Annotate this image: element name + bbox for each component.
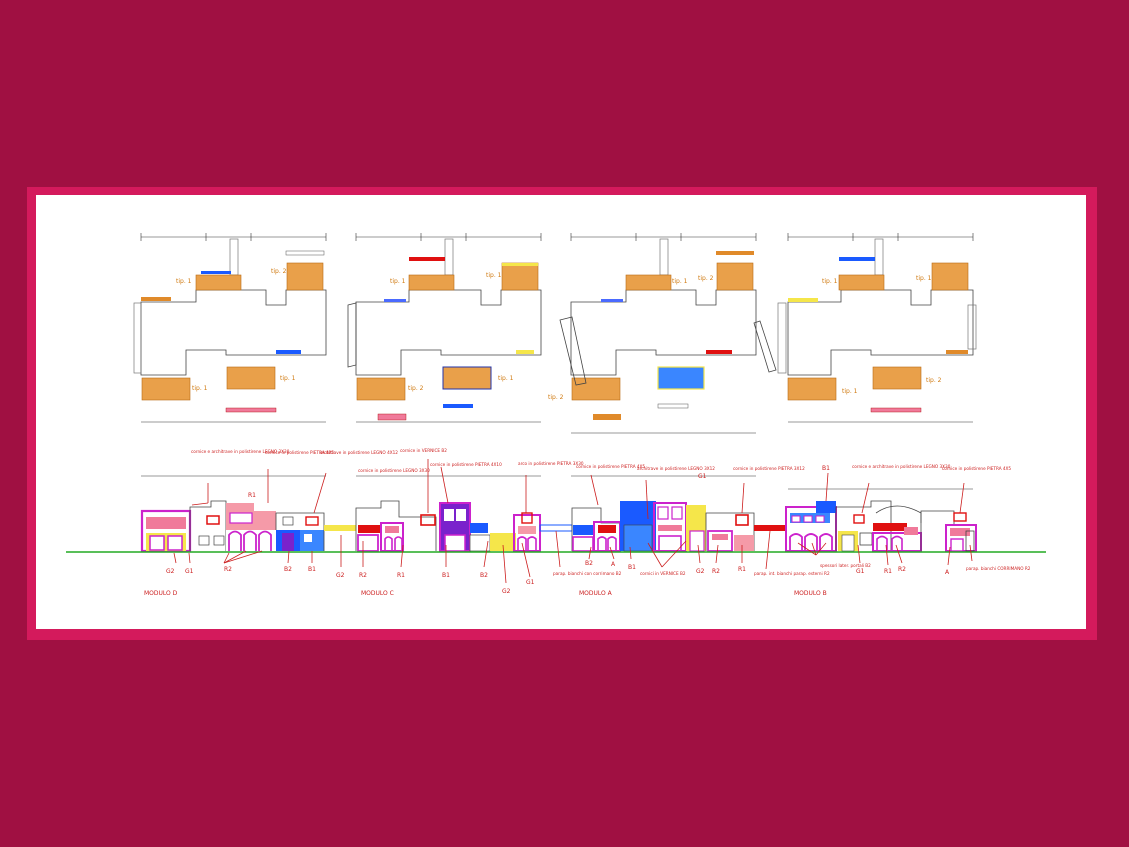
note: parap. bianchi CORRIMANO R2	[966, 566, 1031, 571]
code-label: R2	[898, 566, 906, 573]
code-label: B2	[585, 560, 593, 567]
note: parap. bianchi con corrimano B2	[553, 571, 622, 576]
tip-label: tip. 2	[926, 377, 942, 384]
note: cornici in VERNICE B2	[640, 571, 686, 576]
note: architrave in polistirene LEGNO 4X12	[320, 450, 398, 455]
code-label: B1	[308, 566, 316, 573]
floor-plan-4: tip. 1 tip. 1 tip. 1 tip. 2	[777, 233, 977, 423]
tip-label: tip. 1	[822, 278, 838, 285]
code-label: G1	[698, 473, 707, 480]
code-label: B1	[628, 564, 636, 571]
tip-label: tip. 1	[192, 385, 208, 392]
tip-label: tip. 1	[486, 272, 502, 279]
elevation-modulo-b	[785, 500, 977, 552]
elevation-modulo-c	[324, 500, 573, 552]
code-label: R2	[224, 566, 232, 573]
code-label: A	[945, 569, 950, 576]
tip-label: tip. 1	[280, 375, 296, 382]
cad-drawing: tip. 1 tip. 2 tip. 1 tip. 1 tip. 1 tip. …	[66, 233, 1046, 597]
annotation-notes: cornice e architrave in polistirene LEGN…	[191, 448, 1011, 473]
note: cornice in polistirene PIETRA 4X5	[265, 450, 334, 455]
note: cornice in polistirene PIETRA 4X5	[942, 466, 1011, 471]
note: cornice in polistirene PIETRA 3X12	[733, 466, 805, 471]
code-label: R1	[248, 492, 256, 499]
code-label: B1	[822, 465, 830, 472]
tip-label: tip. 1	[916, 275, 932, 282]
tip-label: tip. 1	[390, 278, 406, 285]
code-label: R2	[359, 572, 367, 579]
material-codes: R1 G2 G1 R2 B2 B1 G2 R2 R1 B1 B2 G2 G1 B…	[166, 465, 950, 595]
elevation-dimension-lines	[141, 475, 973, 490]
code-label: G1	[185, 568, 194, 575]
code-label: G2	[336, 572, 345, 579]
code-label: G2	[696, 568, 705, 575]
code-label: G1	[856, 568, 865, 575]
code-label: R2	[712, 568, 720, 575]
tip-label: tip. 1	[842, 388, 858, 395]
note: cornice in polistirene PIETRA 4X10	[430, 462, 502, 467]
floor-plan-3: tip. 1 tip. 2 tip. 2	[548, 233, 777, 434]
tip-label: tip. 1	[176, 278, 192, 285]
note: architrave in polistirene LEGNO 3X12	[637, 466, 715, 471]
code-label: R1	[884, 568, 892, 575]
note: spessori later. portali B2	[820, 563, 871, 568]
tip-label: tip. 1	[672, 278, 688, 285]
code-label: B2	[284, 566, 292, 573]
code-label: G2	[166, 568, 175, 575]
elevation-modulo-a	[571, 501, 786, 552]
code-label: G1	[526, 579, 535, 586]
tip-label: tip. 2	[548, 394, 564, 401]
note: cornice in polistirene PIETRA 4X5	[576, 464, 645, 469]
bottom-notes: parap. bianchi con corrimano B2 cornici …	[553, 563, 1031, 576]
code-label: R1	[397, 572, 405, 579]
module-label-d: MODULO D	[144, 590, 178, 597]
note: arco in polistirene PIETRA 3X30	[518, 461, 584, 466]
module-label-b: MODULO B	[794, 590, 827, 597]
note: parap. int. bianchi parap. esterni R2	[754, 571, 830, 576]
elevation-modulo-d	[140, 500, 325, 553]
code-label: R1	[738, 566, 746, 573]
tip-label: tip. 2	[408, 385, 424, 392]
code-label: B2	[480, 572, 488, 579]
leader-lines	[173, 459, 973, 584]
module-label-a: MODULO A	[579, 590, 613, 597]
tip-label: tip. 2	[698, 275, 714, 282]
code-label: B1	[442, 572, 450, 579]
note: cornice in VERNICE B2	[400, 448, 447, 453]
code-label: A	[611, 561, 616, 568]
module-labels: MODULO D MODULO C MODULO A MODULO B	[144, 590, 827, 597]
floor-plan-2: tip. 1 tip. 1 tip. 2 tip. 1	[347, 233, 542, 423]
note: cornice e architrave in polistirene LEGN…	[852, 464, 951, 469]
note: cornice in polistirene LEGNO 3X30	[358, 468, 430, 473]
tip-label: tip. 1	[498, 375, 514, 382]
code-label: G2	[502, 588, 511, 595]
drawing-sheet: tip. 1 tip. 2 tip. 1 tip. 1 tip. 1 tip. …	[36, 195, 1086, 629]
floor-plan-1: tip. 1 tip. 2 tip. 1 tip. 1	[133, 233, 327, 423]
note: cornice e architrave in polistirene LEGN…	[191, 449, 290, 454]
module-label-c: MODULO C	[361, 590, 394, 597]
tip-label: tip. 2	[271, 268, 287, 275]
